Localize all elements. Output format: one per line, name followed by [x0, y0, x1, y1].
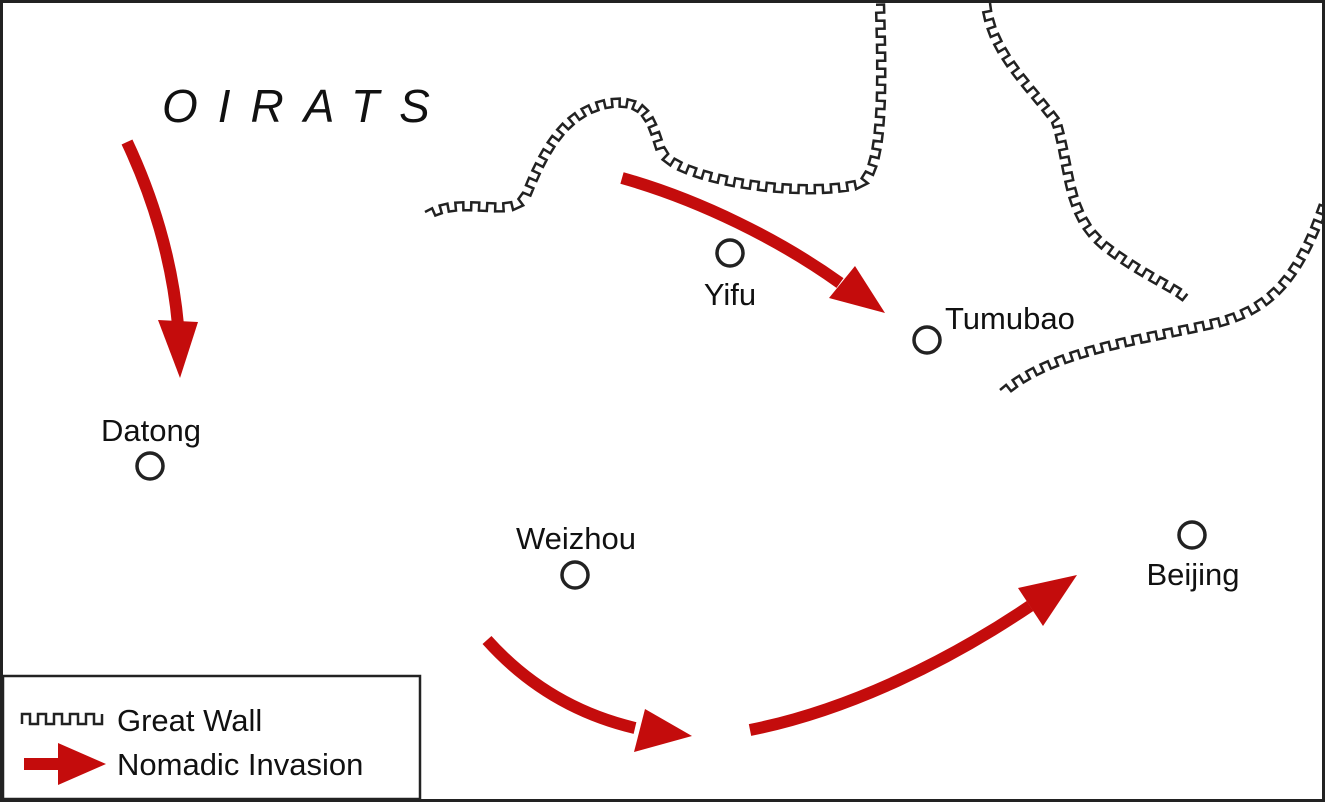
- city-beijing: Beijing: [1146, 520, 1240, 592]
- invasion-arrow-4-shaft: [748, 601, 1034, 736]
- city-datong: Datong: [101, 413, 201, 481]
- legend-label-nomadic-invasion: Nomadic Invasion: [117, 747, 363, 782]
- city-marker: [560, 560, 590, 590]
- invasion-arrow-4-head: [1018, 575, 1077, 626]
- city-label-weizhou: Weizhou: [516, 521, 636, 556]
- region-label-oirats: OIRATS: [162, 80, 450, 132]
- invasion-arrow-2-head: [829, 266, 885, 313]
- legend-great-wall-swatch: [20, 712, 104, 726]
- great-wall-segment-1: [424, 3, 887, 218]
- invasion-arrow-2: [620, 172, 885, 313]
- legend-arrow-head: [58, 743, 106, 785]
- invasion-arrow-1-shaft: [121, 139, 184, 326]
- invasion-arrow-1: [121, 139, 198, 378]
- great-wall-segment-2: [981, 3, 1189, 302]
- invasion-arrow-1-head: [158, 320, 198, 378]
- legend: Great Wall Nomadic Invasion: [3, 674, 422, 799]
- city-marker: [912, 325, 942, 355]
- great-wall-segment-3: [999, 203, 1322, 393]
- great-wall-icon: [20, 712, 104, 726]
- city-tumubao: Tumubao: [912, 301, 1075, 355]
- city-marker: [715, 238, 745, 268]
- map-svg: OIRATS Yifu Tumubao Datong Weizhou Beiji…: [3, 3, 1322, 799]
- legend-label-great-wall: Great Wall: [117, 703, 262, 738]
- red-arrow-icon: [24, 743, 106, 785]
- invasion-arrow-4: [748, 575, 1077, 736]
- great-wall-group: [424, 3, 1322, 393]
- city-label-tumubao: Tumubao: [945, 301, 1075, 336]
- invasion-arrow-2-shaft: [620, 172, 844, 288]
- invasion-arrow-group: [121, 139, 1077, 752]
- city-yifu: Yifu: [704, 238, 756, 312]
- invasion-arrow-3-shaft: [482, 635, 637, 734]
- city-marker: [1177, 520, 1207, 550]
- invasion-arrow-3: [482, 635, 692, 752]
- invasion-arrow-3-head: [634, 709, 692, 752]
- city-marker: [135, 451, 165, 481]
- city-weizhou: Weizhou: [516, 521, 636, 590]
- city-label-yifu: Yifu: [704, 277, 756, 312]
- city-label-datong: Datong: [101, 413, 201, 448]
- city-label-beijing: Beijing: [1146, 557, 1239, 592]
